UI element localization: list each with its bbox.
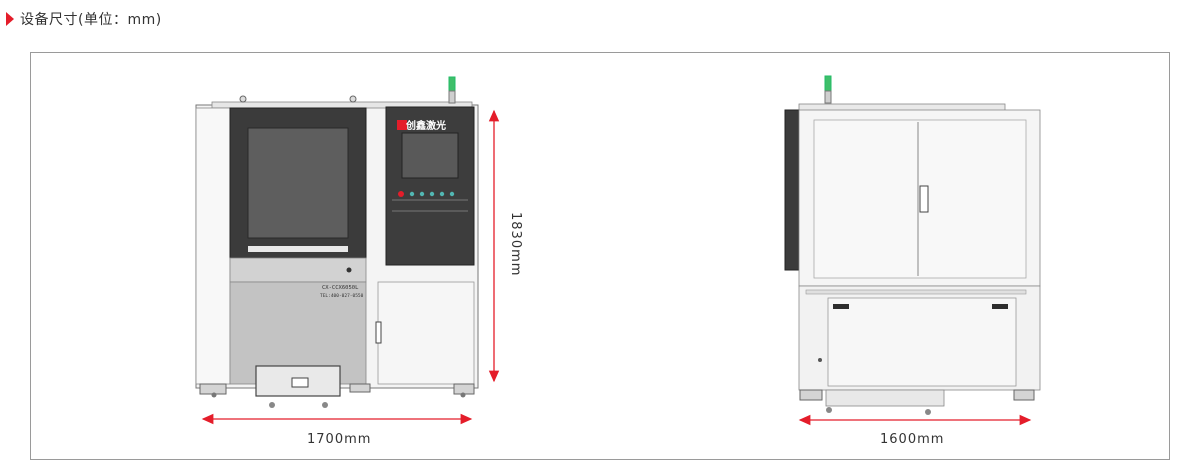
diagram-panel	[30, 52, 1170, 460]
side-view-machine	[784, 75, 1041, 415]
phone-plate-text: TEL:400-027-0550	[320, 293, 364, 299]
height-dimension-label: 1830mm	[508, 212, 523, 277]
brand-logo-text: 创鑫激光	[405, 119, 446, 132]
depth-dimension-label: 1600mm	[880, 432, 945, 447]
model-plate-text: CX-CCX6050L	[322, 285, 359, 291]
section-header: 设备尺寸(单位：mm)	[6, 6, 162, 32]
section-title: 设备尺寸(单位：mm)	[20, 12, 162, 28]
triangle-marker-icon	[6, 12, 14, 26]
front-view-machine	[195, 76, 479, 408]
width-dimension-label: 1700mm	[307, 432, 372, 447]
